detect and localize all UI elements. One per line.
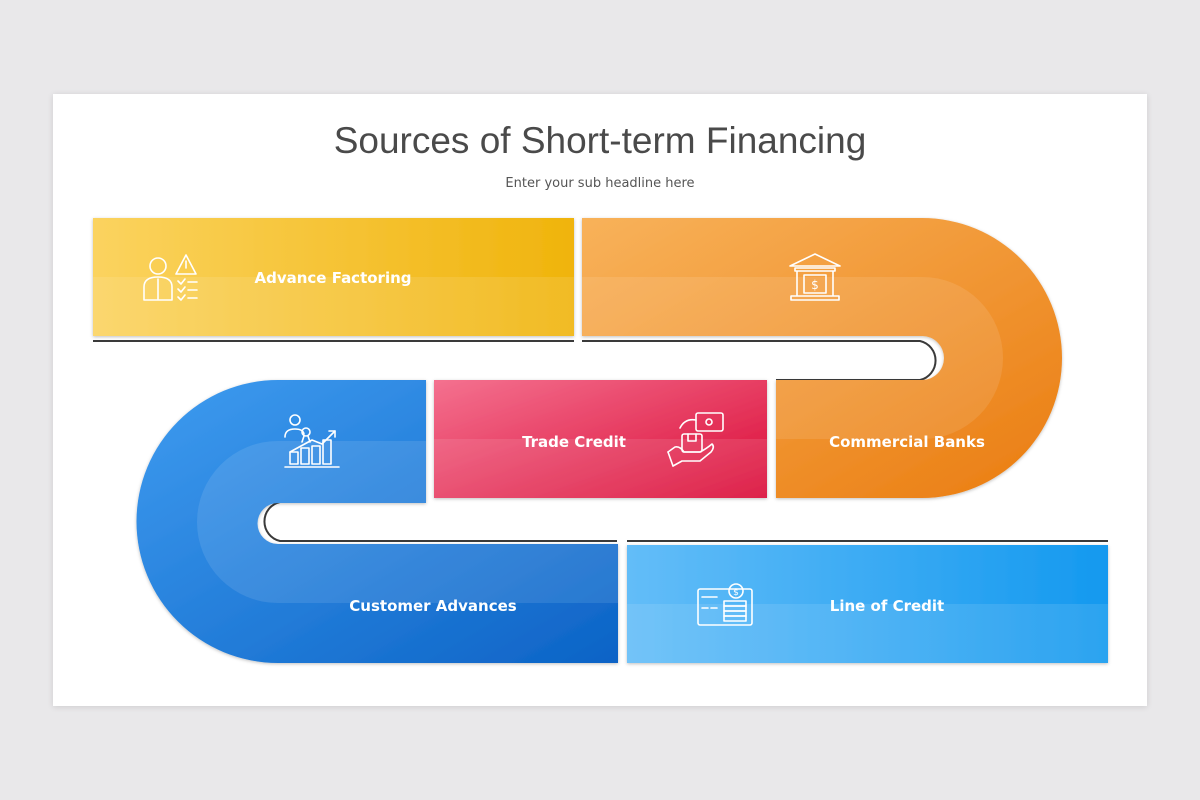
step-label-commercial-banks: Commercial Banks	[829, 433, 985, 451]
person-warning-checklist-icon	[143, 254, 198, 301]
step-advance-factoring	[93, 218, 574, 336]
step-customer-advances	[136, 380, 618, 663]
credit-card-coins-icon: $	[697, 583, 753, 626]
step-label-customer-advances: Customer Advances	[349, 597, 517, 615]
page-title: Sources of Short-term Financing	[333, 120, 867, 161]
step-commercial-banks	[582, 218, 1062, 498]
bank-icon: $	[789, 253, 841, 301]
step-label-trade-credit: Trade Credit	[522, 433, 626, 451]
page-subtitle: Enter your sub headline here	[505, 176, 695, 191]
svg-text:$: $	[733, 588, 739, 598]
growth-chart-person-icon	[284, 414, 340, 468]
step-line-of-credit	[627, 545, 1108, 663]
svg-text:$: $	[811, 278, 819, 292]
hand-box-credit-icon	[667, 412, 724, 467]
step-trade-credit	[434, 380, 767, 498]
step-label-line-of-credit: Line of Credit	[830, 597, 944, 615]
step-label-advance-factoring: Advance Factoring	[254, 269, 411, 287]
road-edge-lines	[93, 340, 1108, 542]
